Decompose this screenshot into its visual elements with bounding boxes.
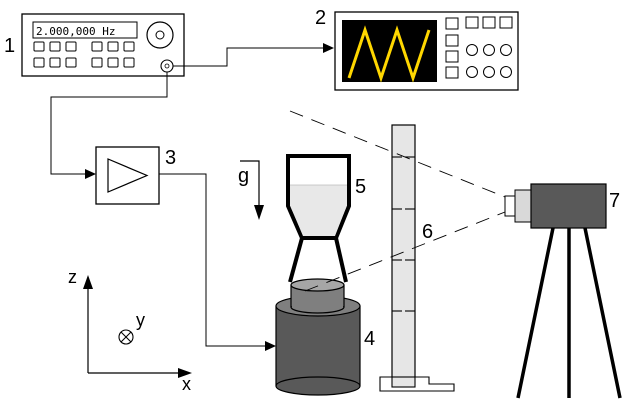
arrowhead xyxy=(323,43,334,53)
hopper xyxy=(286,154,351,283)
coordinate-axes xyxy=(83,275,192,378)
function-generator: 2.000,000 Hz xyxy=(21,13,185,77)
label-camera: 7 xyxy=(609,190,620,212)
amplifier xyxy=(95,146,160,205)
signal-cable-to-amplifier xyxy=(50,72,168,175)
label-amplifier: 3 xyxy=(165,147,176,169)
label-shaker: 4 xyxy=(364,328,375,350)
label-function-generator: 1 xyxy=(4,35,15,57)
frequency-display: 2.000,000 Hz xyxy=(36,25,115,38)
drive-cable-to-shaker xyxy=(159,173,266,347)
into-page-icon xyxy=(118,329,134,345)
gravity-arrow-icon xyxy=(240,160,264,220)
fg-button-grid xyxy=(33,41,135,68)
oscilloscope xyxy=(334,11,519,91)
camera xyxy=(504,183,622,399)
waveform xyxy=(347,25,431,83)
granular-material xyxy=(290,185,347,236)
signal-cable-to-scope xyxy=(173,47,325,67)
ruler xyxy=(379,124,455,392)
shaker xyxy=(275,278,361,396)
label-hopper: 5 xyxy=(355,176,366,198)
label-ruler: 6 xyxy=(422,221,433,243)
amplifier-triangle-icon xyxy=(107,158,149,193)
label-axis-y: y xyxy=(136,310,145,330)
label-axis-z: z xyxy=(68,267,77,287)
camera-field-of-view xyxy=(289,110,506,292)
label-axis-x: x xyxy=(182,374,191,394)
label-gravity: g xyxy=(238,165,249,187)
label-oscilloscope: 2 xyxy=(315,7,326,29)
